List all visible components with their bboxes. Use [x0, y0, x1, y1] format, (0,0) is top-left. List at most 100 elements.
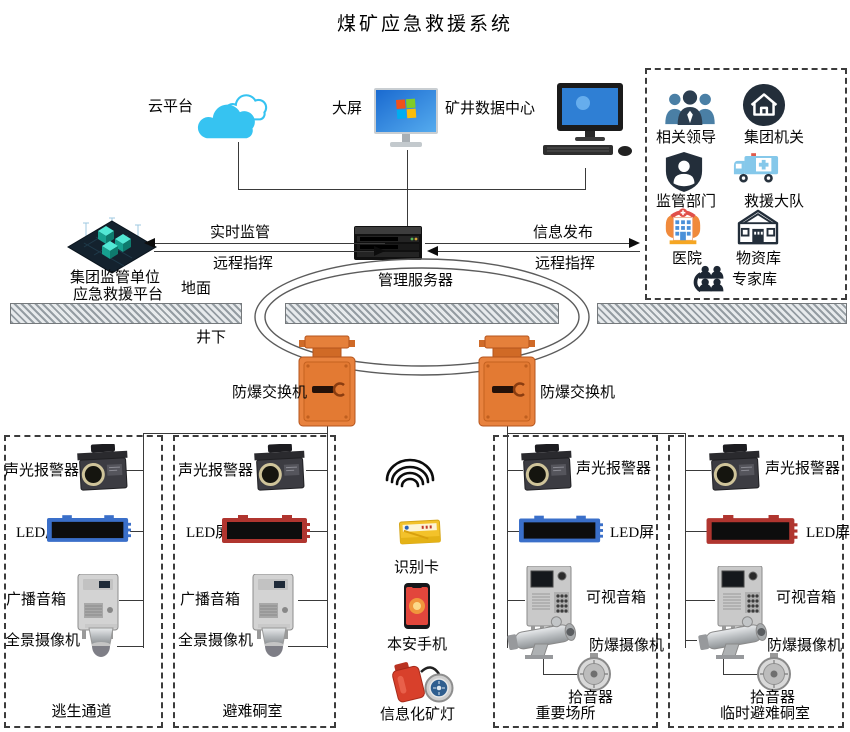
- connector-line: [298, 600, 327, 601]
- device-label: 拾音器: [568, 690, 614, 706]
- connector-line: [238, 189, 586, 190]
- platform-label-line2: 应急救援平台: [73, 287, 164, 303]
- device-label: 广播音箱: [6, 592, 67, 608]
- leaders-icon: [664, 88, 716, 126]
- org-label: 集团机关: [744, 130, 805, 146]
- cloud-platform-label: 云平台: [148, 99, 194, 115]
- connector-line: [685, 470, 711, 471]
- id-card-label: 识别卡: [394, 560, 440, 576]
- connector-line: [685, 531, 707, 532]
- safe-phone-icon: [404, 583, 430, 629]
- zone-important-place: [493, 435, 658, 728]
- connector-line: [154, 251, 376, 252]
- remote-command-right-label: 远程指挥: [535, 256, 596, 272]
- device-label: 防爆摄像机: [767, 638, 843, 654]
- org-label: 专家库: [732, 272, 778, 288]
- ground-bar: [597, 303, 847, 324]
- zone-footer: 避难硐室: [222, 704, 283, 720]
- alarm-icon: [76, 444, 130, 492]
- connector-line: [723, 674, 762, 675]
- warehouse-icon: [736, 208, 780, 246]
- zone-footer: 重要场所: [535, 706, 596, 722]
- org-label: 相关领导: [656, 130, 717, 146]
- device-label: LED屏: [186, 525, 231, 541]
- regulator-icon: [664, 151, 704, 193]
- explosion-proof-switch-icon: [477, 334, 537, 428]
- alarm-icon: [520, 444, 574, 492]
- surface-label: 地面: [181, 281, 212, 297]
- zone-footer: 逃生通道: [51, 704, 112, 720]
- big-screen-label: 大屏: [332, 101, 363, 117]
- id-card-icon: [398, 514, 442, 552]
- cloud-icon: [196, 84, 278, 144]
- device-label: 防爆摄像机: [589, 638, 665, 654]
- org-panel: [645, 68, 847, 300]
- device-label: 全景摄像机: [5, 633, 81, 649]
- led-screen-icon: [706, 515, 798, 546]
- rescue-team-icon: [732, 153, 780, 186]
- alarm-icon: [253, 444, 307, 492]
- page-title: 煤矿应急救援系统: [336, 14, 513, 35]
- org-label: 救援大队: [744, 194, 805, 210]
- connector-line: [507, 531, 522, 532]
- connector-line: [288, 646, 327, 647]
- device-label: 可视音箱: [776, 590, 837, 606]
- zone-escape-channel: [4, 435, 163, 728]
- zone-footer: 临时避难硐室: [719, 706, 810, 722]
- device-label: 广播音箱: [180, 592, 241, 608]
- underground-label: 井下: [196, 330, 227, 346]
- hospital-icon: [662, 206, 704, 248]
- panoramic-camera-icon: [256, 624, 292, 666]
- explosion-proof-camera-icon: [503, 616, 587, 660]
- wireless-signal-icon: [380, 444, 440, 488]
- ground-bar: [285, 303, 559, 324]
- explosion-proof-switch-icon: [297, 334, 357, 428]
- org-label: 医院: [672, 251, 703, 267]
- connector-line: [685, 600, 715, 601]
- connector-line: [119, 600, 143, 601]
- connector-line: [507, 600, 525, 601]
- org-label: 监管部门: [656, 194, 717, 210]
- switch-right-label: 防爆交换机: [540, 385, 616, 401]
- info-publish-label: 信息发布: [533, 225, 594, 241]
- connector-line: [507, 470, 523, 471]
- big-screen-icon: [374, 88, 438, 150]
- connector-line: [143, 433, 144, 648]
- device-label: 全景摄像机: [178, 633, 254, 649]
- led-screen-icon: [47, 515, 131, 544]
- data-center-computer-icon: [543, 83, 633, 169]
- device-label: 声光报警器: [178, 463, 254, 479]
- connector-line: [437, 251, 640, 252]
- led-screen-icon: [222, 515, 310, 545]
- connector-line: [130, 531, 143, 532]
- zone-refuge-chamber: [173, 435, 336, 728]
- connector-line: [543, 658, 544, 674]
- remote-command-left-label: 远程指挥: [213, 256, 274, 272]
- arrowhead-right: [374, 246, 385, 256]
- device-label: LED屏: [610, 525, 655, 541]
- device-label: 可视音箱: [586, 590, 647, 606]
- device-label: 声光报警器: [4, 463, 80, 479]
- data-center-label: 矿井数据中心: [445, 101, 536, 117]
- arrowhead-left: [144, 238, 155, 248]
- connector-line: [723, 658, 724, 674]
- panoramic-camera-icon: [83, 624, 119, 666]
- connector-line: [507, 433, 685, 434]
- connector-line: [238, 142, 239, 190]
- device-label: 拾音器: [750, 690, 796, 706]
- alarm-icon: [708, 444, 762, 492]
- server-label: 管理服务器: [378, 273, 454, 289]
- device-label: 声光报警器: [765, 461, 841, 477]
- connector-line: [507, 424, 508, 648]
- connector-line: [585, 168, 586, 190]
- connector-line: [126, 470, 143, 471]
- ground-bar: [10, 303, 242, 324]
- safe-phone-label: 本安手机: [387, 637, 448, 653]
- org-label: 物资库: [736, 251, 782, 267]
- connector-line: [543, 674, 578, 675]
- platform-label-line1: 集团监管单位: [70, 270, 161, 286]
- connector-line: [308, 531, 327, 532]
- connector-line: [685, 433, 686, 648]
- connector-line: [117, 646, 143, 647]
